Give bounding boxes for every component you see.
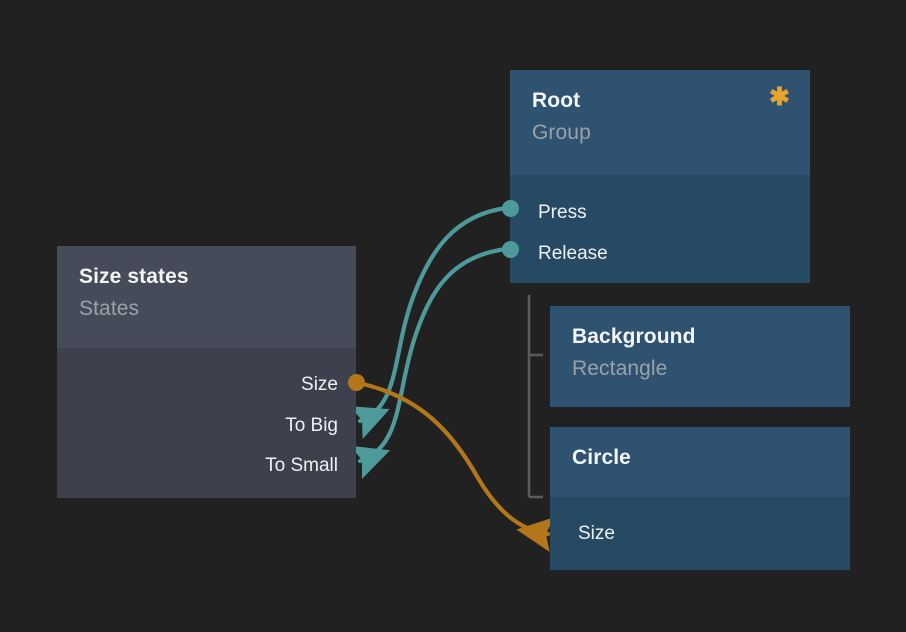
node-size-states-header[interactable]: Size states States (57, 246, 356, 348)
node-circle-title: Circle (572, 446, 631, 469)
node-size-states[interactable]: Size states States Size To Big To Small (57, 246, 365, 498)
node-circle-body: Size (550, 497, 850, 570)
port-root-release-dot[interactable] (501, 240, 519, 258)
node-background-header[interactable]: Background Rectangle (550, 306, 850, 407)
node-background[interactable]: Background Rectangle (550, 306, 850, 407)
port-root-press-dot[interactable] (501, 199, 519, 217)
node-circle[interactable]: Circle Size (550, 427, 850, 570)
port-size-states-to-small-label: To Small (265, 455, 338, 476)
port-circle-size-label: Size (578, 523, 615, 544)
node-root-subtitle: Group (532, 121, 591, 144)
port-size-states-size-dot[interactable] (347, 374, 365, 391)
port-size-states-size-label: Size (301, 374, 338, 395)
node-root[interactable]: Root Group ✱ Press Release (501, 70, 810, 283)
node-root-body: Press Release (510, 175, 810, 283)
connection-press-to-big (349, 205, 509, 439)
node-background-subtitle: Rectangle (572, 357, 668, 380)
asterisk-icon[interactable]: ✱ (769, 83, 790, 111)
node-circle-header[interactable]: Circle (550, 427, 850, 497)
port-root-press-label: Press (538, 202, 587, 223)
node-root-title: Root (532, 89, 581, 112)
node-size-states-title: Size states (79, 265, 189, 288)
port-root-release-label: Release (538, 243, 608, 264)
node-size-states-subtitle: States (79, 297, 140, 320)
connection-size-to-circle-size (355, 380, 555, 553)
port-size-states-to-big-label: To Big (285, 415, 338, 436)
node-size-states-body: Size To Big To Small (57, 348, 356, 498)
node-root-header[interactable]: Root Group ✱ (510, 70, 810, 175)
connection-release-to-small (350, 246, 509, 480)
node-background-title: Background (572, 325, 696, 348)
